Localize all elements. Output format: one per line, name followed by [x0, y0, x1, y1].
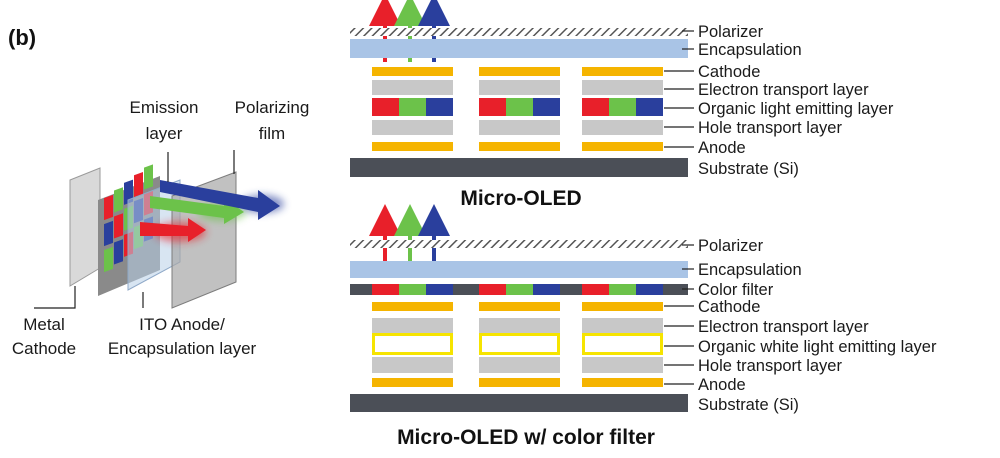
bottom-label-encapsulation: Encapsulation: [698, 261, 802, 279]
emission-label-2: layer: [146, 124, 183, 143]
left-device: Emission layer Polarizing film Metal Cat…: [12, 98, 309, 358]
bottom-stack-title: Micro-OLED w/ color filter: [397, 426, 655, 449]
top-label-anode: Anode: [698, 139, 746, 157]
top-stack: Polarizer Encapsulation Cathode Electron…: [350, 0, 894, 210]
bottom-pixel-2: [479, 302, 560, 387]
bottom-label-htl: Hole transport layer: [698, 357, 842, 375]
polarizing-label-1: Polarizing: [235, 98, 310, 117]
top-pixel-2: [479, 67, 560, 151]
metal-leader: [34, 286, 76, 309]
top-pixel-1: [372, 67, 453, 151]
ito-label-1: ITO Anode/: [139, 315, 225, 334]
bottom-label-cathode: Cathode: [698, 298, 760, 316]
green-beam: [150, 196, 244, 224]
top-label-polarizer: Polarizer: [698, 23, 764, 41]
polarizing-label-2: film: [259, 124, 285, 143]
panel-label: (b): [8, 25, 36, 50]
top-label-etl: Electron transport layer: [698, 81, 869, 99]
top-label-cathode: Cathode: [698, 63, 760, 81]
emitted-light-beams: [140, 180, 284, 242]
metal-label-2: Cathode: [12, 339, 76, 358]
metal-label-1: Metal: [23, 315, 65, 334]
red-beam: [140, 218, 206, 242]
bottom-label-substrate: Substrate (Si): [698, 396, 799, 414]
blue-beam: [160, 180, 280, 220]
bottom-color-filter-layer: [350, 284, 688, 295]
emission-label-1: Emission: [130, 98, 199, 117]
bottom-pixel-3: [582, 302, 663, 387]
top-substrate-layer: [350, 158, 688, 177]
bottom-polarizer-layer: [350, 240, 688, 248]
top-label-htl: Hole transport layer: [698, 119, 842, 137]
bottom-encapsulation-layer: [350, 261, 688, 278]
top-label-encapsulation: Encapsulation: [698, 41, 802, 59]
top-stack-title: Micro-OLED: [460, 187, 581, 210]
top-polarizer-layer: [350, 28, 688, 36]
top-pixel-3: [582, 67, 663, 151]
bottom-label-etl: Electron transport layer: [698, 318, 869, 336]
bottom-substrate-layer: [350, 394, 688, 412]
bottom-pixel-1: [372, 302, 453, 387]
bottom-label-eml: Organic white light emitting layer: [698, 338, 937, 356]
metal-cathode-plate: [69, 167, 101, 287]
bottom-label-anode: Anode: [698, 376, 746, 394]
bottom-label-polarizer: Polarizer: [698, 237, 764, 255]
top-encapsulation-layer: [350, 39, 688, 58]
top-label-eml: Organic light emitting layer: [698, 100, 894, 118]
top-label-substrate: Substrate (Si): [698, 160, 799, 178]
bottom-label-color-filter: Color filter: [698, 281, 774, 299]
bottom-stack: Polarizer Encapsulation Color filter Cat…: [350, 204, 937, 449]
ito-label-2: Encapsulation layer: [108, 339, 257, 358]
